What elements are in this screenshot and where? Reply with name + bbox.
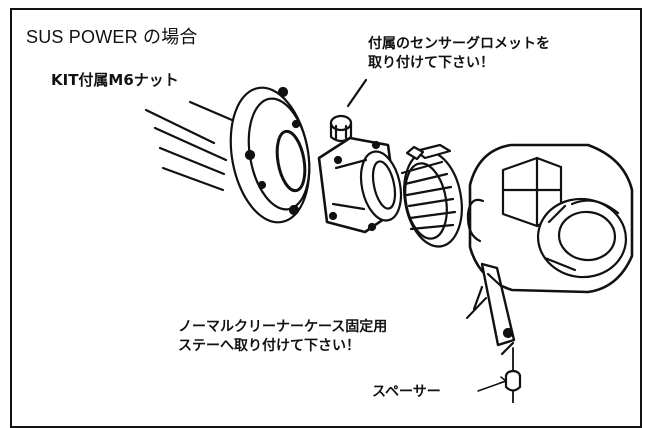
grommet-callout-line-2: 取り付けて下さい！ — [368, 55, 494, 71]
intake-adapter — [317, 136, 403, 234]
grommet-callout: 付属のセンサーグロメットを 取り付けて下さい！ — [368, 35, 550, 73]
page-title: SUS POWER の場合 — [26, 27, 198, 47]
stay-leader-line — [466, 297, 487, 319]
sensor-grommet — [329, 78, 368, 143]
spacer-label: スペーサー — [372, 384, 441, 400]
nut-label: KIT付属M6ナット — [51, 71, 179, 89]
spacer-part — [477, 347, 522, 403]
hose-and-clamp — [400, 143, 463, 248]
adapter-flange-plate — [229, 86, 311, 224]
stay-bracket — [472, 262, 516, 356]
stay-callout-line-1: ノーマルクリーナーケース固定用 — [178, 319, 388, 335]
intake-assembly-diagram — [144, 78, 634, 403]
stay-callout: ノーマルクリーナーケース固定用 ステーへ取り付けて下さい！ — [178, 318, 387, 356]
air-cleaner-body — [466, 143, 634, 294]
grommet-callout-line-1: 付属のセンサーグロメットを — [368, 36, 550, 52]
stay-callout-line-2: ステーへ取り付けて下さい！ — [178, 338, 360, 354]
